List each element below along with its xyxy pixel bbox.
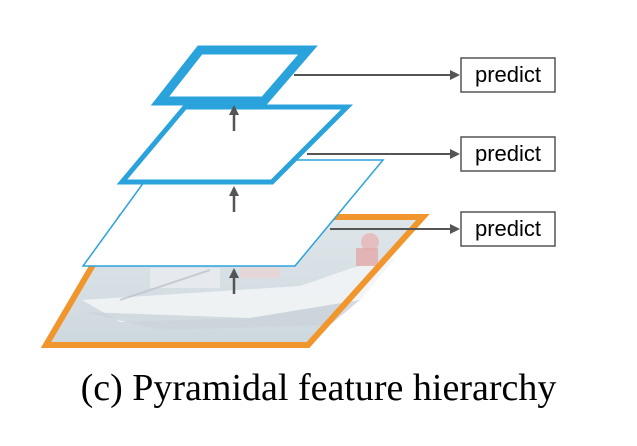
predict-label: predict: [475, 141, 541, 166]
predict-box-2: predict: [460, 136, 556, 172]
feature-level-1: [81, 159, 385, 267]
predict-box-1: predict: [460, 57, 556, 93]
feature-level-2: [116, 104, 354, 185]
predict-label: predict: [475, 216, 541, 241]
predict-box-3: predict: [460, 211, 556, 247]
predict-label: predict: [475, 62, 541, 87]
figure-caption: (c) Pyramidal feature hierarchy: [80, 367, 557, 409]
feature-level-3: [150, 45, 318, 106]
